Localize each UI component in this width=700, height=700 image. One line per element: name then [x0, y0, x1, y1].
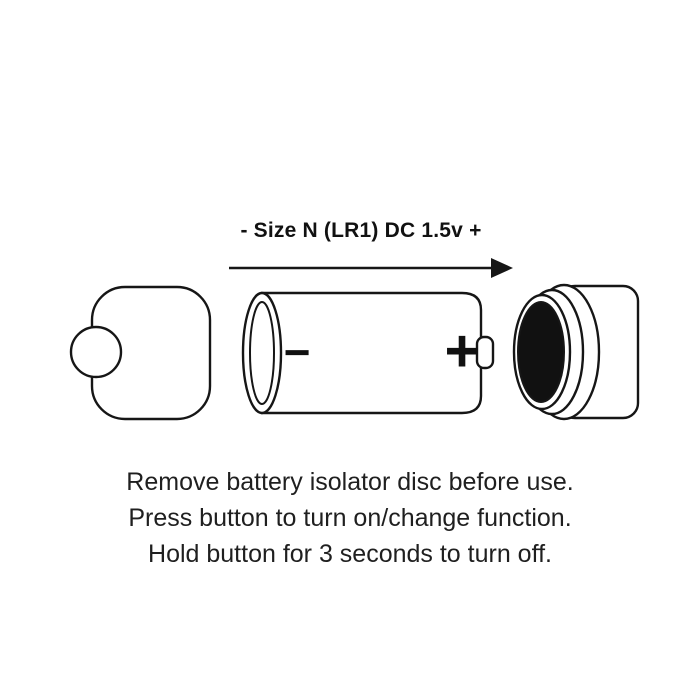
battery-isolator-disc [517, 301, 565, 403]
cap-button [69, 325, 123, 379]
device-body [512, 283, 640, 421]
battery: − + [241, 291, 495, 415]
end-cap [69, 285, 212, 421]
instruction-line-3: Hold button for 3 seconds to turn off. [148, 540, 552, 568]
battery-positive-terminal [475, 335, 495, 370]
instruction-text: Remove battery isolator disc before use.… [0, 464, 700, 572]
battery-size-label: - Size N (LR1) DC 1.5v + [240, 219, 482, 242]
battery-plus-symbol: + [444, 318, 479, 385]
insertion-direction-arrow-icon [229, 258, 513, 278]
battery-opening [241, 291, 283, 415]
instruction-line-2: Press button to turn on/change function. [128, 504, 572, 532]
instruction-line-1: Remove battery isolator disc before use. [126, 468, 574, 496]
battery-minus-symbol: − [284, 326, 311, 378]
